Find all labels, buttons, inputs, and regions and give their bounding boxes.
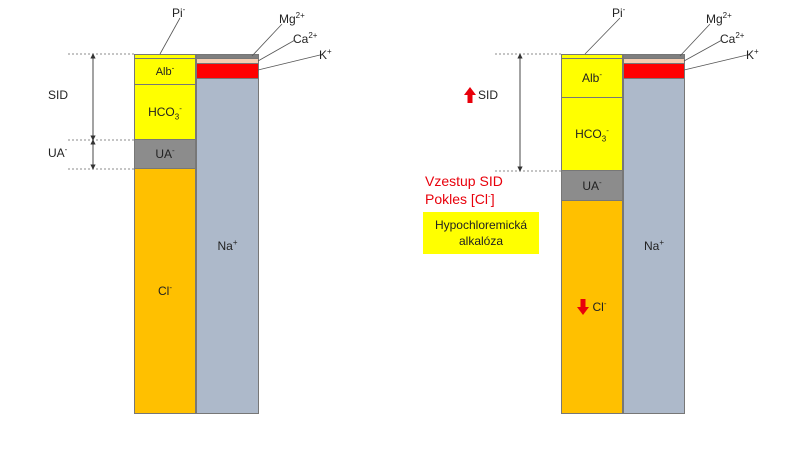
right-sid-label: SID	[478, 88, 499, 102]
left-na-segment: Na+	[196, 79, 259, 414]
left-ca-segment	[196, 59, 259, 64]
right-hco3-segment: HCO3-	[561, 98, 623, 171]
right-k-segment	[623, 64, 685, 79]
left-cl-segment: Cl-	[134, 169, 196, 414]
right-sid-label-group: SID	[464, 87, 498, 103]
left-na-label: Na	[217, 239, 233, 253]
left-alb-label: Alb	[155, 65, 172, 78]
right-ca-label: Ca2+	[720, 31, 745, 47]
right-note-sid-increase: Vzestup SID	[425, 173, 503, 189]
left-ua-segment: UA-	[134, 140, 196, 169]
left-alb-segment: Alb-	[134, 59, 196, 85]
left-ua-side-label: UA-	[48, 145, 68, 161]
left-ca-label: Ca2+	[293, 31, 318, 47]
right-alb-segment: Alb-	[561, 59, 623, 98]
right-k-label: K+	[746, 47, 759, 63]
right-ca-segment	[623, 59, 685, 64]
right-mg-label: Mg2+	[706, 11, 732, 27]
right-pi-segment	[561, 54, 623, 59]
right-na-label: Na	[643, 239, 660, 253]
right-alb-label: Alb	[581, 71, 600, 85]
left-k-segment	[196, 64, 259, 79]
left-mg-segment	[196, 54, 259, 59]
right-pi-label: Pi-	[612, 5, 626, 21]
diagnosis-line1: Hypochloremická	[434, 218, 528, 232]
right-ua-segment: UA-	[561, 171, 623, 201]
left-sid-label: SID	[48, 88, 69, 102]
left-mg-label: Mg2+	[279, 11, 305, 27]
left-cl-label: Cl	[157, 284, 170, 298]
up-arrow-icon	[464, 87, 476, 103]
right-note-cl-decrease: Pokles [Cl-]	[425, 191, 495, 207]
right-mg-segment	[623, 54, 685, 59]
right-hco3-label: HCO	[575, 127, 602, 141]
down-arrow-icon	[577, 299, 590, 315]
right-cl-segment: Cl-	[561, 201, 623, 414]
left-pi-segment	[134, 54, 196, 59]
right-ua-segment-label: UA	[582, 178, 599, 193]
left-pi-label: Pi-	[172, 5, 186, 21]
diagnosis-line2: alkalóza	[458, 234, 504, 248]
right-cl-label: Cl	[592, 300, 604, 314]
left-hco3-label: HCO	[148, 105, 175, 119]
left-ua-segment-label: UA	[155, 147, 172, 161]
diagnosis-box: Hypochloremická alkalóza	[423, 212, 539, 254]
right-na-segment: Na+	[623, 79, 685, 414]
left-k-label: K+	[319, 47, 332, 63]
left-hco3-segment: HCO3-	[134, 85, 196, 140]
